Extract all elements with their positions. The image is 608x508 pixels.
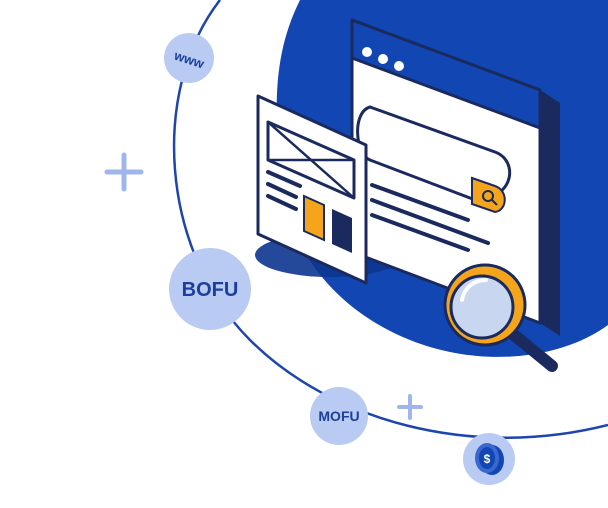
bofu-bubble: BOFU (169, 248, 251, 330)
plus-icon (397, 394, 423, 420)
browser-window-icon (350, 18, 560, 336)
mofu-label: MOFU (318, 408, 359, 424)
coin-symbol: $ (484, 452, 491, 466)
bofu-label: BOFU (182, 279, 239, 301)
plus-icon (104, 152, 144, 192)
coin-bubble: $ (463, 433, 515, 485)
magnifying-glass-icon (443, 263, 558, 372)
www-bubble: www (164, 33, 214, 83)
mofu-bubble: MOFU (310, 387, 368, 445)
wireframe-document-icon (256, 94, 368, 285)
dollar-coin-icon: $ (475, 443, 504, 475)
